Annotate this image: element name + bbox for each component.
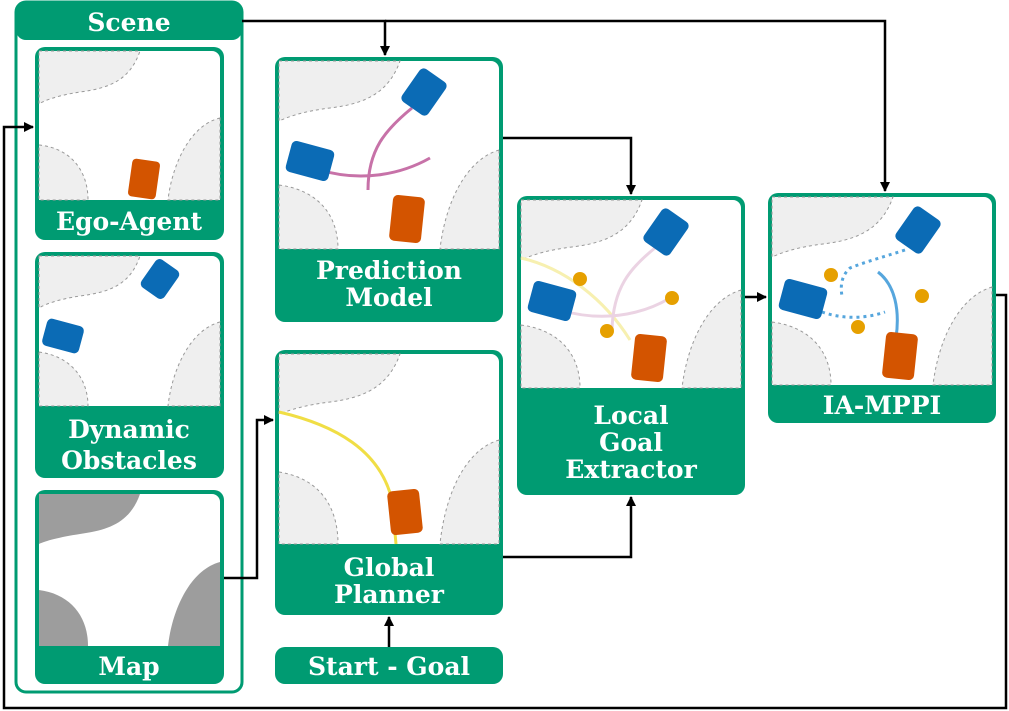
map-panel: Map — [35, 490, 224, 684]
arrow-global-planner-to-extractor — [503, 496, 636, 559]
global-planner-node: Global Planner — [275, 350, 503, 615]
road-boundary-top — [278, 353, 401, 415]
arrow-scene-to-ia-mppi — [385, 19, 890, 192]
local-goal-dot-icon — [824, 268, 838, 282]
dynamic-obstacles-label-line1: Dynamic — [68, 415, 190, 444]
map-obstacle-bottom-left — [39, 590, 88, 646]
obstacle-vehicle-icon — [778, 278, 828, 320]
road-boundary-top — [520, 199, 643, 261]
local-goal-extractor-node: Local Goal Extractor — [517, 196, 745, 495]
start-goal-node: Start - Goal — [275, 647, 503, 684]
obstacle-vehicle-icon — [401, 68, 447, 116]
dynamic-obstacles-label-line2: Obstacles — [61, 446, 197, 475]
road-boundary-right — [167, 117, 221, 201]
global-planner-label-line2: Planner — [334, 580, 445, 609]
map-obstacle-top — [39, 494, 140, 544]
local-goal-dot-icon — [665, 291, 679, 305]
map-obstacle-right — [168, 562, 220, 646]
scene-container: Scene — [14, 0, 244, 694]
predicted-trajectory-faded — [610, 246, 656, 331]
road-boundary-bottom-left — [278, 471, 339, 545]
arrow-ia-mppi-feedback-to-ego — [2, 122, 1008, 710]
ego-planned-trajectory — [877, 270, 899, 339]
obstacle-rollout — [839, 248, 906, 297]
road-boundary-right — [681, 289, 742, 389]
obstacle-vehicle-icon — [42, 318, 84, 354]
obstacle-vehicle-icon — [643, 208, 689, 256]
prediction-model-node: Prediction Model — [275, 57, 503, 322]
road-boundary-right — [439, 439, 500, 545]
prediction-model-label-line2: Model — [345, 283, 432, 312]
road-boundary-bottom-left — [38, 144, 89, 201]
ego-vehicle-icon — [387, 488, 423, 536]
local-goal-extractor-label-line1: Local — [593, 401, 668, 430]
ego-vehicle-icon — [882, 331, 918, 381]
arrow-scene-to-prediction — [242, 19, 390, 56]
local-goal-extractor-label-line3: Extractor — [565, 455, 697, 484]
prediction-model-label-line1: Prediction — [316, 256, 462, 285]
scene-header — [16, 2, 242, 40]
dynamic-obstacles-panel: Dynamic Obstacles — [35, 252, 224, 478]
local-goal-dot-icon — [600, 324, 614, 338]
ego-vehicle-icon — [128, 158, 160, 200]
road-boundary-top — [771, 196, 894, 258]
local-goal-dot-icon — [573, 272, 587, 286]
arrow-map-to-global-planner — [224, 415, 274, 580]
obstacle-rollout — [821, 310, 886, 319]
predicted-trajectory — [319, 156, 431, 178]
start-goal-label: Start - Goal — [308, 652, 470, 681]
local-goal-dot-icon — [915, 289, 929, 303]
global-planner-label-line1: Global — [344, 553, 435, 582]
arrow-prediction-to-extractor — [503, 136, 636, 195]
map-label: Map — [98, 652, 159, 681]
local-goal-extractor-label-line2: Goal — [599, 428, 663, 457]
road-boundary-right — [932, 286, 993, 386]
ego-agent-label: Ego-Agent — [56, 207, 203, 236]
predicted-trajectory-faded — [559, 296, 671, 318]
obstacle-vehicle-icon — [527, 280, 577, 322]
obstacle-vehicle-icon — [140, 259, 180, 299]
obstacle-vehicle-icon — [285, 140, 335, 182]
local-goal-dot-icon — [851, 320, 865, 334]
road-boundary-bottom-left — [278, 184, 339, 250]
obstacle-vehicle-icon — [895, 206, 941, 254]
road-boundary-bottom-left — [520, 324, 581, 389]
road-boundary-top — [278, 60, 401, 122]
predicted-trajectory — [366, 106, 413, 191]
road-boundary-right — [167, 321, 221, 407]
road-boundary-right — [439, 149, 500, 250]
ia-mppi-label: IA-MPPI — [823, 391, 941, 420]
ego-vehicle-icon — [389, 194, 425, 244]
connectors — [2, 19, 1008, 710]
road-boundary-bottom-left — [38, 351, 89, 407]
scene-title: Scene — [87, 8, 170, 37]
ego-vehicle-icon — [631, 333, 667, 383]
road-boundary-top — [38, 255, 141, 309]
global-path-faded — [520, 256, 632, 341]
ia-mppi-node: IA-MPPI — [768, 193, 996, 423]
road-boundary-bottom-left — [771, 321, 832, 386]
road-boundary-top — [38, 50, 141, 105]
ego-agent-panel: Ego-Agent — [35, 47, 224, 240]
